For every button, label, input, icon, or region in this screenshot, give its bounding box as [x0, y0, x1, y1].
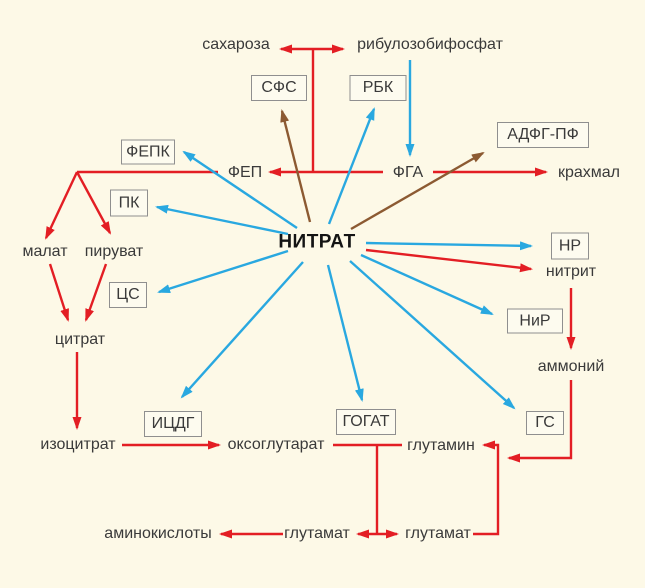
arrow-corner-to-malate: [44, 171, 79, 240]
enzyme-box-gogat: ГОГАТ: [336, 409, 396, 435]
node-glutamine: глутамин: [407, 437, 475, 454]
node-pyruvate: пируват: [84, 243, 144, 260]
arrow-nitrate-to-fepk: [182, 150, 298, 229]
arrow-nitrate-to-gogat: [326, 264, 364, 402]
arrow-glutamate-to-glutamine: [473, 440, 500, 536]
enzyme-box-sfs: СФС: [251, 75, 307, 101]
node-nitrate: НИТРАТ: [278, 231, 356, 253]
arrow-nitrate-to-nir: [360, 253, 494, 316]
enzyme-box-nr: НР: [551, 232, 589, 260]
node-pep: ФЕП: [227, 164, 263, 181]
node-sucrose: сахароза: [202, 36, 270, 53]
enzyme-box-nir: НиР: [507, 308, 563, 334]
node-amino-acids: аминокислоты: [104, 525, 212, 542]
node-glutamate-right: глутамат: [405, 525, 471, 542]
arrow-ammonium-to-gs-path: [507, 380, 573, 463]
node-glutamate-left: глутамат: [284, 525, 350, 542]
arrow-pyruvate-to-citrate: [84, 263, 108, 322]
node-oxoglutarate: оксоглутарат: [227, 436, 325, 453]
arrow-nitrate-to-nr: [365, 241, 533, 251]
node-isocitrate: изоцитрат: [40, 436, 116, 453]
arrow-nitrate-to-sfs: [280, 109, 312, 223]
arrow-malate-to-citrate: [48, 263, 70, 322]
enzyme-box-icdg: ИЦДГ: [144, 411, 202, 437]
arrow-nitrate-to-rbk: [327, 107, 376, 225]
enzyme-box-fepk: ФЕПК: [121, 139, 175, 165]
enzyme-box-gs: ГС: [526, 411, 564, 435]
node-starch: крахмал: [557, 164, 621, 181]
node-rubp: рибулозобифосфат: [357, 36, 503, 53]
node-malate: малат: [22, 243, 68, 260]
enzyme-box-rbk: РБК: [349, 75, 407, 101]
node-nitrite: нитрит: [545, 263, 597, 280]
arrow-nitrate-to-gs: [349, 260, 516, 410]
node-citrate: цитрат: [54, 331, 106, 348]
arrow-nitrate-to-adfg-pf: [350, 151, 485, 231]
arrow-nitrate-to-cs: [157, 249, 289, 294]
node-ammonium: аммоний: [537, 358, 605, 375]
arrow-nitrate-to-pk: [155, 204, 289, 236]
arrow-nitrate-to-nitrite: [365, 248, 533, 273]
enzyme-box-adfg-pf: АДФГ-ПФ: [497, 122, 589, 148]
arrow-nitrate-to-icdg: [180, 261, 304, 399]
enzyme-box-cs: ЦС: [109, 282, 147, 308]
arrow-corner-to-pyruvate: [75, 171, 112, 235]
node-pga: ФГА: [392, 164, 424, 181]
enzyme-box-pk: ПК: [110, 189, 148, 217]
